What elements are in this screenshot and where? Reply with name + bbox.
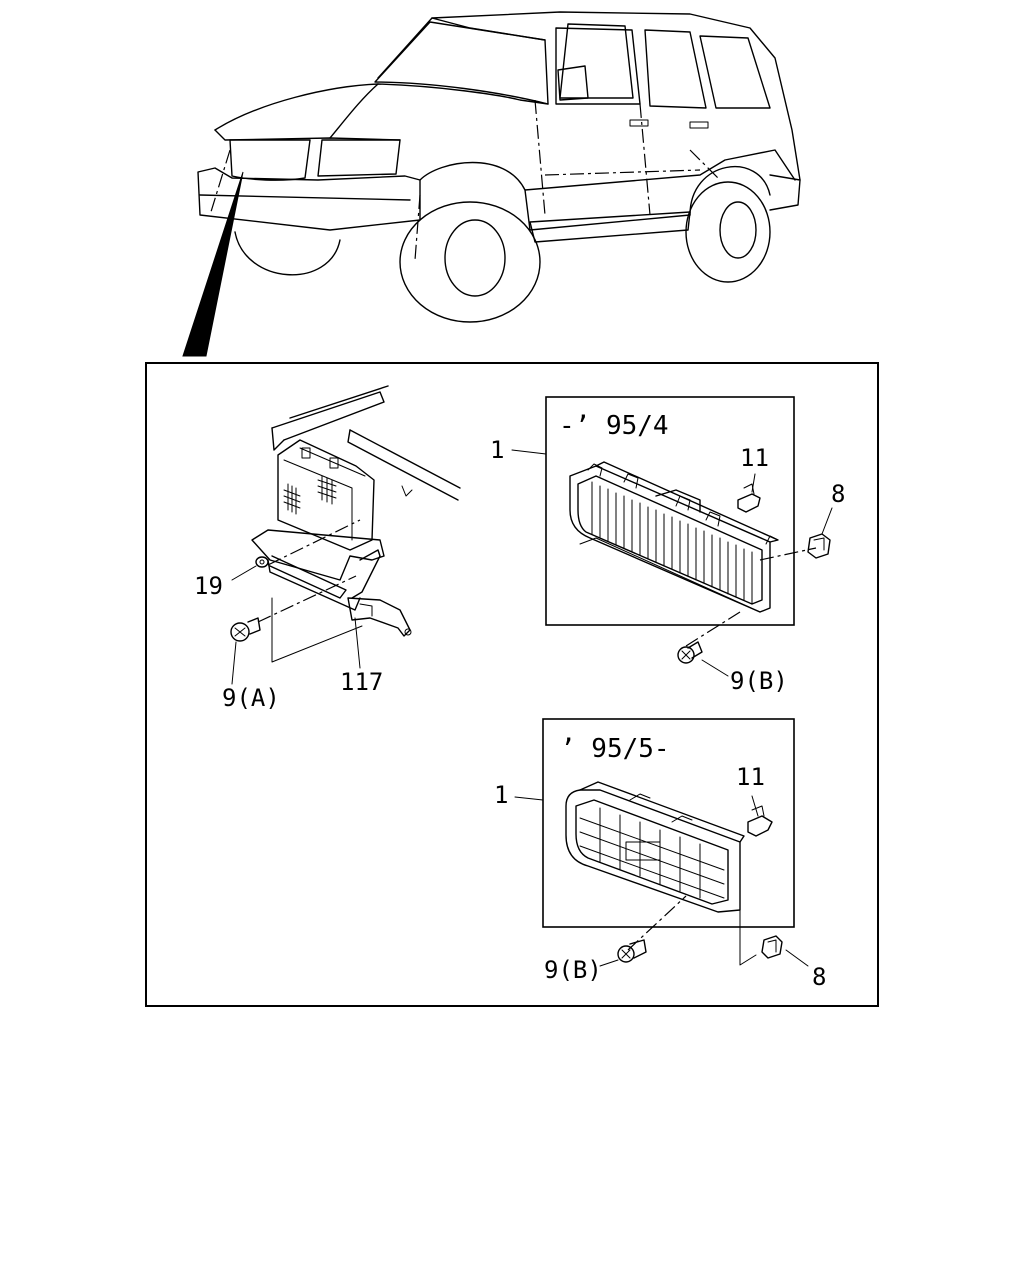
- callout-1-early: 1: [490, 436, 504, 464]
- callout-9b-late: 9(B): [544, 956, 602, 984]
- callout-11-late: 11: [736, 763, 765, 791]
- grille-grid: [579, 807, 725, 899]
- detail-frame: [145, 362, 879, 1007]
- bolt-9a: [230, 617, 261, 642]
- callout-8-late: 8: [812, 963, 826, 991]
- variant-label-early: -’ 95/4: [559, 411, 669, 441]
- callout-19: 19: [194, 572, 223, 600]
- variant-label-late: ’ 95/5-: [560, 734, 670, 764]
- grille-slats: [591, 481, 753, 604]
- leader-lines: [231, 449, 833, 967]
- late-grille: [565, 781, 783, 966]
- bracket-assembly: [230, 385, 461, 663]
- bolt-9b-late: [617, 939, 647, 963]
- callout-117: 117: [340, 668, 383, 696]
- callout-wedge: [182, 171, 244, 357]
- bolt-9b-early: [677, 641, 703, 664]
- callout-11-early: 11: [740, 444, 769, 472]
- late-grille-box: [542, 718, 795, 928]
- vehicle-illustration: [197, 11, 801, 323]
- callout-1-late: 1: [494, 781, 508, 809]
- early-grille: [569, 461, 831, 664]
- callout-9b-early: 9(B): [730, 667, 788, 695]
- callout-8-early: 8: [831, 480, 845, 508]
- early-grille-box: [545, 396, 795, 626]
- callout-9a: 9(A): [222, 684, 280, 712]
